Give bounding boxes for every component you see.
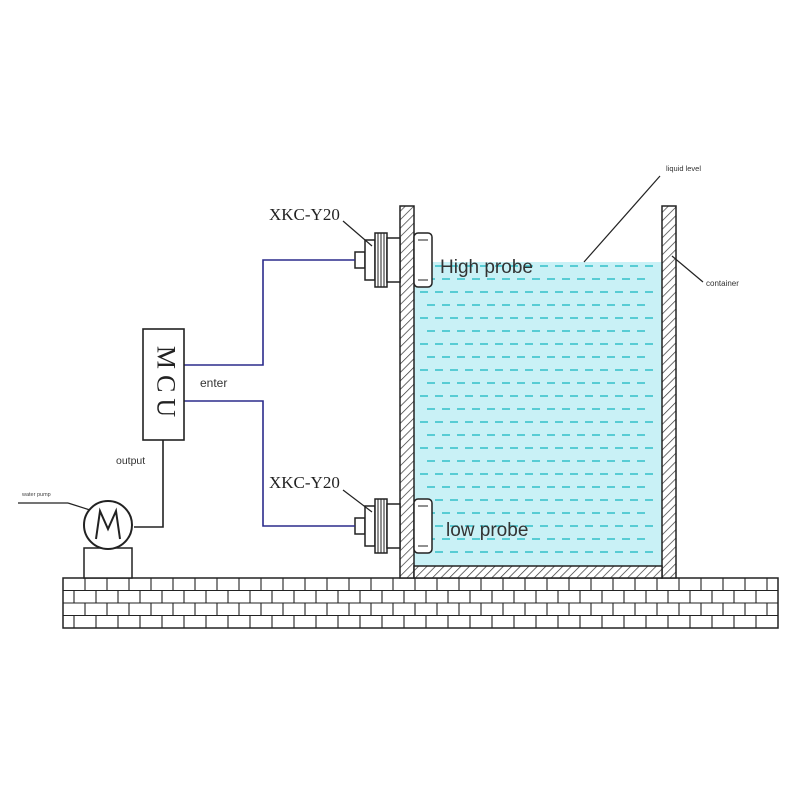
leader-sensor-bottom	[342, 489, 373, 513]
brick-ground	[62, 577, 779, 629]
enter-label: enter	[200, 376, 227, 390]
high-probe-label: High probe	[440, 257, 533, 278]
mcu-box: MCU	[142, 328, 185, 441]
pump-motor-icon	[83, 500, 133, 550]
sensor-bottom-label: XKC-Y20	[269, 473, 340, 492]
signal-wires	[184, 259, 355, 527]
water-dashes	[420, 265, 653, 553]
sensor-top-label: XKC-Y20	[269, 205, 340, 224]
leader-liquid-level	[583, 175, 661, 263]
wire-high-sensor	[184, 259, 355, 366]
water-pump-label: water pump	[21, 492, 51, 498]
water-body	[414, 262, 662, 566]
leader-lines	[18, 175, 704, 513]
container-left-wall	[399, 205, 415, 579]
water-pump	[83, 500, 133, 579]
leader-container	[671, 255, 704, 283]
container-right-wall	[661, 205, 677, 579]
low-probe-label: low probe	[446, 520, 528, 541]
container-bottom-wall	[413, 565, 663, 579]
high-sensor	[354, 232, 433, 288]
output-label: output	[116, 455, 145, 467]
mcu-label: MCU	[152, 346, 181, 423]
container-label: container	[706, 279, 739, 288]
leader-sensor-top	[342, 220, 373, 247]
wire-low-sensor	[184, 400, 355, 527]
low-sensor	[354, 498, 433, 554]
container	[399, 205, 677, 579]
wire-mcu-pump	[134, 440, 164, 528]
liquid-level-label: liquid level	[666, 164, 701, 173]
